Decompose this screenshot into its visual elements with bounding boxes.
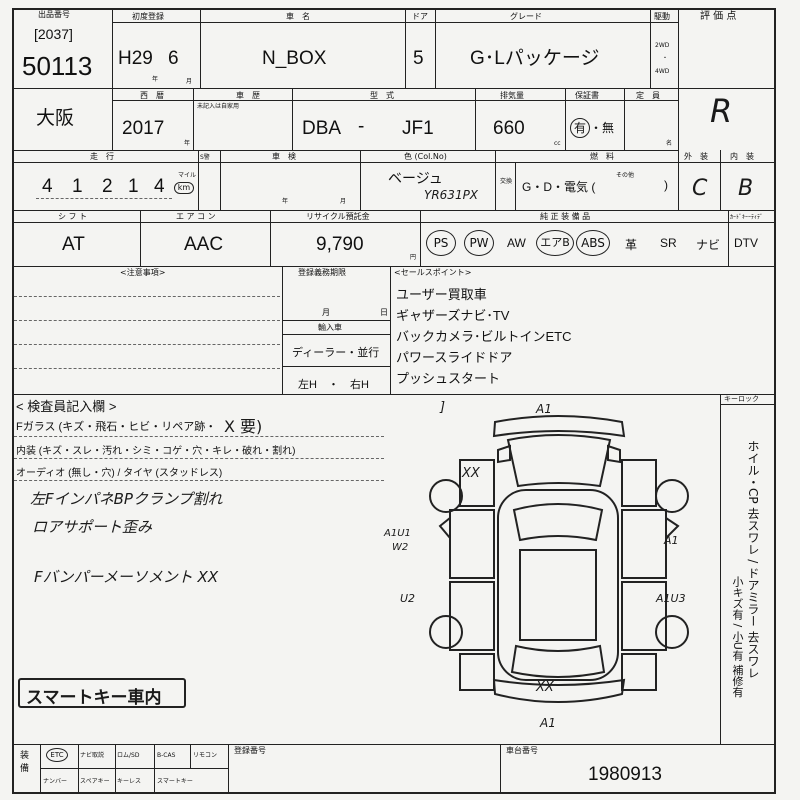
- model-prefix: DBA: [302, 118, 342, 139]
- footer-spare-key: スペアキー: [80, 778, 110, 785]
- chassis-number: 1980913: [588, 764, 662, 785]
- doors: 5: [413, 48, 424, 69]
- diagram-mark-rear-bumper: XX: [536, 680, 554, 695]
- equip-ps: PS: [426, 230, 456, 256]
- side-note-2: 小キズ有 / 小U有 補修有: [731, 576, 744, 698]
- sales-point-5: プッシュスタート: [396, 371, 501, 386]
- shift: AT: [62, 234, 85, 255]
- footer-smart-key: スマートキー: [157, 778, 193, 785]
- lot-sub: [2037]: [34, 26, 73, 42]
- displacement: 660: [493, 118, 525, 139]
- footer-rom-sd: ロム/SD: [117, 752, 140, 759]
- exterior-grade: C: [692, 176, 708, 201]
- equip-navi: ナビ: [696, 238, 721, 252]
- sales-point-1: ユーザー買取車: [396, 287, 487, 302]
- recycle-fee: 9,790: [316, 234, 364, 255]
- mileage-digit-1: 4: [42, 176, 53, 197]
- score-label: 評 価 点: [700, 11, 737, 22]
- diagram-mark-left-fender: XX: [462, 466, 480, 481]
- sales-label: <セールスポイント>: [394, 268, 472, 277]
- equip-sunroof: SR: [660, 236, 677, 250]
- drive-label: 駆動: [654, 12, 670, 21]
- import-type: ディーラー・並行: [292, 347, 380, 359]
- interior-grade: B: [738, 176, 754, 201]
- smart-key-box: [18, 678, 186, 708]
- equip-aw: AW: [507, 236, 526, 250]
- car-damage-diagram: [429, 415, 689, 703]
- color: ベージュ: [388, 170, 443, 186]
- inspector-note-3: Fバンパーメーソメント XX: [34, 568, 219, 586]
- footer-navi-manual: ナビ取説: [80, 752, 105, 759]
- footer-etc: ETC: [46, 748, 68, 762]
- footer-keyless: キーレス: [117, 778, 142, 785]
- footer-plate: ナンバー: [43, 778, 68, 785]
- model-year: 2017: [122, 118, 165, 139]
- mileage-digit-4: 1: [128, 176, 139, 197]
- equip-dtv: DTV: [734, 236, 758, 250]
- car-name-label: 車 名: [286, 12, 310, 21]
- inspector-title: < 検査員記入欄 >: [16, 399, 117, 414]
- color-no: YR631PX: [424, 188, 479, 202]
- diagram-mark-left-front-door-2: W2: [392, 542, 409, 553]
- grade: G･Lパッケージ: [470, 48, 600, 69]
- sales-point-3: バックカメラ･ビルトインETC: [396, 329, 572, 344]
- handle-side: 左H ・ 右H: [298, 379, 369, 391]
- inspector-note-2: ロアサポート歪み: [32, 518, 153, 536]
- side-note-1: ホイル・CP 去スワレ / ドアミラー 去スワレ: [746, 440, 760, 679]
- glass-mark: X 要): [224, 417, 263, 436]
- equip-abs: ABS: [576, 230, 610, 256]
- door-label: ドア: [412, 12, 428, 21]
- glass-line: Fガラス (キズ・飛石・ヒビ・リペア跡・: [16, 421, 217, 433]
- fuel: G・D・電気 (: [522, 180, 596, 194]
- car-name: N_BOX: [262, 48, 327, 69]
- mileage-digit-2: 1: [72, 176, 83, 197]
- diagram-mark-bracket: ]: [440, 400, 446, 415]
- row1-bottom: [12, 88, 776, 89]
- air-conditioner: AAC: [184, 234, 224, 255]
- score: R: [710, 92, 733, 130]
- equip-pw: PW: [464, 230, 494, 256]
- sheet-frame: [12, 8, 776, 794]
- interior-line: 内装 (キズ・スレ・汚れ・シミ・コゲ・穴・キレ・破れ・割れ): [16, 446, 296, 457]
- first-reg-label: 初度登録: [132, 12, 164, 21]
- caution-label: <注意事項>: [120, 268, 166, 277]
- diagram-mark-right-front-door: A1: [664, 534, 679, 547]
- inspector-note-1: 左FインパネBPクランプ割れ: [30, 490, 223, 508]
- footer-remote: リモコン: [193, 752, 218, 759]
- diagram-mark-rear: A1: [540, 716, 556, 730]
- sales-point-4: パワースライドドア: [396, 350, 513, 365]
- footer-bcas: B-CAS: [157, 752, 176, 759]
- grade-label: グレード: [510, 12, 542, 21]
- diagram-mark-left-rear-door: U2: [400, 592, 416, 605]
- warranty-options: 有・無: [570, 118, 614, 138]
- keylock-label: キーロック: [724, 395, 759, 403]
- model-code: JF1: [402, 118, 434, 139]
- first-reg-era: H29: [118, 48, 153, 69]
- smart-key-note: スマートキー車内: [26, 688, 162, 708]
- region: 大阪: [36, 108, 75, 129]
- sales-point-2: ギャザーズナビ･TV: [396, 308, 510, 323]
- diagram-mark-left-front-door: A1U1: [384, 528, 411, 539]
- mileage-digit-3: 2: [102, 176, 113, 197]
- first-reg-month: 6: [168, 48, 179, 69]
- equip-airbag: エアB: [536, 230, 574, 256]
- lot-number: 50113: [22, 51, 93, 81]
- diagram-mark-right-rear-door: A1U3: [656, 592, 686, 605]
- mileage-digit-5: 4: [154, 176, 165, 197]
- lot-label: 出品番号: [38, 10, 70, 19]
- equip-leather: 革: [625, 238, 638, 252]
- diagram-mark-front-bumper: A1: [536, 402, 552, 416]
- audio-line: オーディオ (無し・穴) / タイヤ (スタッドレス): [16, 468, 223, 479]
